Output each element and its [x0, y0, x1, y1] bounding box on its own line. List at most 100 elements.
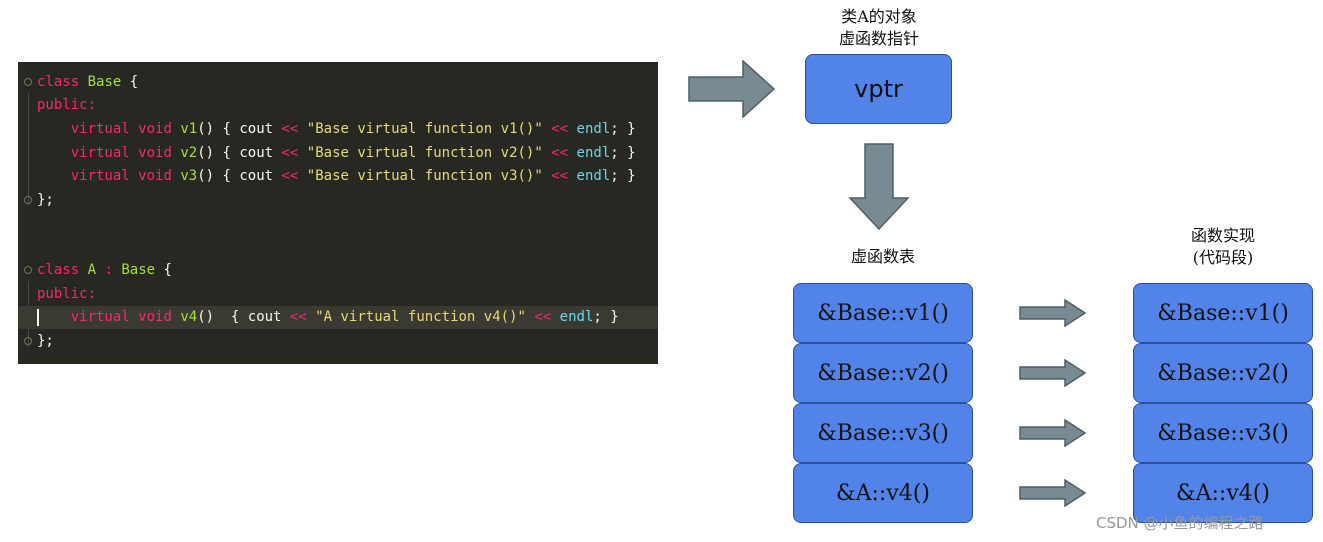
- fold-marker-icon[interactable]: [24, 196, 32, 204]
- code-line: class A : Base {: [18, 259, 658, 282]
- code-line: virtual void v2() { cout << "Base virtua…: [18, 142, 658, 165]
- code-token: [37, 121, 71, 137]
- code-token: "Base virtual function v2()": [306, 145, 543, 161]
- fold-marker-icon[interactable]: [24, 337, 32, 345]
- code-token: ; }: [593, 309, 619, 325]
- text-cursor: [37, 309, 39, 326]
- code-token: v3: [180, 168, 198, 184]
- code-line-text: public:: [37, 94, 96, 117]
- code-token: void: [138, 121, 172, 137]
- code-line: virtual void v1() { cout << "Base virtua…: [18, 118, 658, 141]
- code-token: "Base virtual function v1()": [306, 121, 543, 137]
- code-token: public:: [37, 97, 97, 113]
- code-token: public:: [37, 286, 97, 302]
- code-token: [568, 168, 576, 184]
- code-token: [307, 309, 315, 325]
- code-line-text: };: [37, 330, 54, 353]
- code-token: A: [87, 262, 97, 278]
- object-label: 类A的对象 虚函数指针: [805, 6, 953, 50]
- code-line-text: virtual void v1() { cout << "Base virtua…: [37, 118, 636, 141]
- code-token: void: [138, 309, 172, 325]
- code-token: [298, 121, 306, 137]
- code-line: public:: [18, 94, 658, 117]
- impl-label-line2: (代码段): [1192, 248, 1254, 267]
- code-token: [543, 121, 551, 137]
- code-token: [568, 145, 576, 161]
- code-line: virtual void v3() { cout << "Base virtua…: [18, 165, 658, 188]
- code-token: };: [37, 333, 54, 349]
- code-token: [551, 309, 559, 325]
- code-line: };: [18, 330, 658, 353]
- fold-marker-icon[interactable]: [24, 266, 32, 274]
- code-token: };: [37, 192, 54, 208]
- vtable-label-text: 虚函数表: [850, 247, 915, 266]
- right-arrow-shape: [1019, 419, 1087, 447]
- vtable-entry: &Base::v2(): [793, 343, 973, 403]
- code-token: <<: [551, 168, 569, 184]
- code-token: () { cout: [197, 121, 282, 137]
- vtable-entry-label: &A::v4(): [836, 480, 930, 506]
- vtable-entry-label: &Base::v2(): [817, 360, 949, 386]
- code-line-current[interactable]: virtual void v4() { cout << "A virtual f…: [18, 306, 658, 329]
- fold-marker-icon[interactable]: [24, 78, 32, 86]
- code-token: [298, 145, 306, 161]
- code-token: [79, 74, 87, 90]
- code-line-text: virtual void v2() { cout << "Base virtua…: [37, 142, 636, 165]
- code-token: virtual: [70, 121, 130, 137]
- code-token: v2: [180, 145, 198, 161]
- code-token: virtual: [70, 145, 130, 161]
- code-token: endl: [559, 309, 594, 325]
- vtable-entry-label: &Base::v3(): [817, 420, 949, 446]
- vtable-entry: &A::v4(): [793, 463, 973, 523]
- code-token: endl: [576, 121, 611, 137]
- code-token: {: [155, 262, 172, 278]
- code-token: [568, 121, 576, 137]
- right-arrow-shape: [688, 60, 776, 118]
- down-arrow-icon: [848, 143, 910, 231]
- right-arrow-shape: [1019, 479, 1087, 507]
- code-token: () { cout: [197, 309, 290, 325]
- impl-entry-label: &A::v4(): [1176, 480, 1270, 506]
- code-token: v1: [180, 121, 198, 137]
- code-token: [37, 309, 71, 325]
- right-arrow-shape: [1019, 299, 1087, 327]
- code-token: :: [104, 262, 113, 278]
- code-token: virtual: [70, 309, 130, 325]
- right-arrow-icon: [688, 60, 776, 118]
- code-token: class: [37, 74, 80, 90]
- code-token: [543, 168, 551, 184]
- code-token: <<: [281, 145, 299, 161]
- code-token: ; }: [610, 168, 636, 184]
- fold-guide: [28, 93, 29, 205]
- code-token: v4: [180, 309, 198, 325]
- code-token: () { cout: [197, 168, 282, 184]
- code-line-text: class A : Base {: [37, 259, 172, 282]
- impl-entry-label: &Base::v3(): [1157, 420, 1289, 446]
- code-token: Base: [87, 74, 122, 90]
- code-token: ; }: [610, 121, 636, 137]
- impl-entry: &Base::v1(): [1133, 283, 1313, 343]
- code-token: Base: [121, 262, 156, 278]
- code-editor-panel: class Base { public: virtual void v1() {…: [18, 62, 658, 364]
- code-token: () { cout: [197, 145, 282, 161]
- vtable-label: 虚函数表: [793, 246, 973, 268]
- code-token: ; }: [610, 145, 636, 161]
- code-line-text: class Base {: [37, 71, 138, 94]
- code-line-text: public:: [37, 283, 96, 306]
- code-token: [130, 309, 138, 325]
- impl-entry-label: &Base::v1(): [1157, 300, 1289, 326]
- code-token: void: [138, 168, 172, 184]
- code-token: endl: [576, 145, 611, 161]
- right-arrow-shape: [1019, 359, 1087, 387]
- code-token: [37, 145, 71, 161]
- code-token: "Base virtual function v3()": [306, 168, 543, 184]
- code-token: [130, 168, 138, 184]
- code-token: virtual: [70, 168, 130, 184]
- code-token: {: [121, 74, 139, 90]
- code-token: void: [138, 145, 172, 161]
- right-arrow-icon: [1019, 299, 1087, 327]
- code-token: [130, 145, 138, 161]
- code-token: [543, 145, 551, 161]
- down-arrow-shape: [848, 143, 910, 231]
- code-token: [79, 262, 87, 278]
